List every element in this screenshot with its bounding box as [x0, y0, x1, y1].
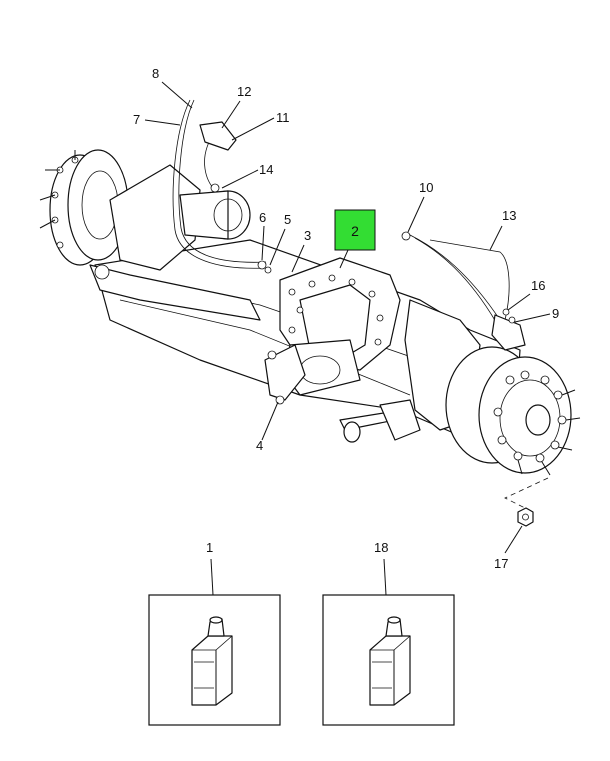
callout-label-10: 10	[419, 180, 433, 195]
callout-label-11: 11	[276, 110, 290, 125]
oil-bottle-icon	[191, 616, 233, 706]
callout-label-5: 5	[284, 212, 291, 227]
callout-label-7: 7	[133, 112, 140, 127]
lubricant-box-1[interactable]	[148, 594, 281, 726]
callout-label-12: 12	[237, 84, 251, 99]
callout-label-9: 9	[552, 306, 559, 321]
callout-label-16: 16	[531, 278, 545, 293]
callout-label-17: 17	[494, 556, 508, 571]
callout-label-4: 4	[256, 438, 263, 453]
left-brake-chamber	[179, 190, 251, 240]
right-wheel-hub	[404, 299, 581, 476]
callout-label-3: 3	[304, 228, 311, 243]
axle-assembly-illustration	[39, 99, 581, 527]
callout-label-18: 18	[374, 540, 388, 555]
callout-label-2: 2	[351, 223, 359, 239]
pinion-yoke	[264, 344, 306, 405]
callout-labels: 8 7 12 11 14 6 5 3 4 10 13 16 9	[133, 66, 559, 596]
callout-label-8: 8	[152, 66, 159, 81]
callout-label-1: 1	[206, 540, 213, 555]
differential-housing	[279, 257, 401, 396]
lug-nut	[517, 507, 534, 527]
callout-label-6: 6	[259, 210, 266, 225]
callout-label-14: 14	[259, 162, 273, 177]
highlighted-callout-2[interactable]: 2	[334, 209, 376, 251]
highlight-box[interactable]	[334, 209, 376, 251]
callout-label-13: 13	[502, 208, 516, 223]
lubricant-box-18[interactable]	[322, 594, 455, 726]
oil-bottle-icon	[369, 616, 411, 706]
